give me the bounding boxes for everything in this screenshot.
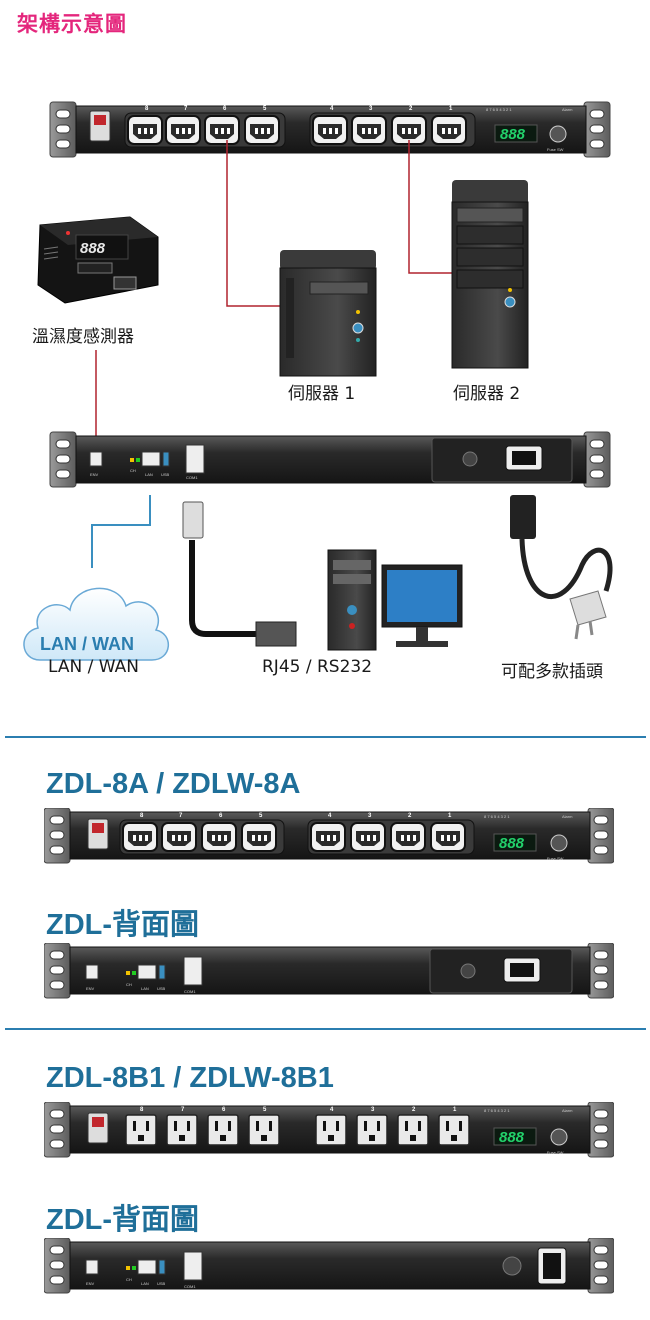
server-1: [279, 250, 377, 377]
lan-wan-label: LAN / WAN: [48, 657, 139, 677]
usb-port-label: USB: [161, 472, 170, 477]
fuse-label: Fuse SW: [547, 1150, 564, 1155]
current-display: 888: [500, 126, 526, 143]
outlet-number: 1: [449, 106, 453, 112]
cloud-label: LAN / WAN: [40, 634, 134, 654]
lan-port-label: LAN: [141, 1281, 149, 1286]
outlet-number: 3: [368, 813, 372, 819]
server2-label: 伺服器 2: [453, 384, 521, 404]
com-port-label: COM1: [184, 989, 196, 994]
outlet-number: 6: [222, 1107, 226, 1113]
env-port-label: ENV: [86, 1281, 95, 1286]
outlet-number: 6: [223, 106, 227, 112]
outlet-number: 1: [453, 1107, 457, 1113]
ch-label: CH: [130, 468, 136, 473]
lan-port-label: LAN: [145, 472, 153, 477]
cloud-icon: LAN / WAN: [23, 587, 170, 661]
outlet-number: 2: [412, 1107, 416, 1113]
server-2: [451, 180, 529, 369]
lan-cable: [91, 495, 151, 568]
monitor-icon: [381, 564, 463, 647]
fuse-label: Fuse SW: [547, 856, 564, 861]
com-port-label: COM1: [186, 475, 198, 480]
outlet-number: 4: [328, 813, 332, 819]
outlet-number: 4: [330, 1107, 334, 1113]
server1-label: 伺服器 1: [288, 384, 356, 404]
led-numbers: 8 7 6 5 4 3 2 1: [484, 814, 510, 819]
sensor-label: 溫濕度感測器: [32, 327, 134, 347]
outlet-number: 8: [145, 106, 149, 112]
outlet-number: 7: [181, 1107, 185, 1113]
outlet-number: 7: [184, 106, 188, 112]
outlet-number: 3: [369, 106, 373, 112]
section-title: ZDL-背面圖: [46, 909, 200, 941]
current-display: 888: [499, 835, 525, 852]
outlet-number: 6: [219, 813, 223, 819]
usb-port-label: USB: [157, 1281, 166, 1286]
ch-label: CH: [126, 982, 132, 987]
lan-port-label: LAN: [141, 986, 149, 991]
alarm-label: Alarm: [562, 1108, 573, 1113]
outlet-number: 5: [259, 813, 263, 819]
pdu-8b1-front: 8 7 6 5 4 3 2 1 8 7 6 5 4 3 2 1 Alarm 88…: [44, 1102, 614, 1158]
com-port-label: COM1: [184, 1284, 196, 1289]
power-plug-icon: [510, 495, 613, 640]
env-port-label: ENV: [86, 986, 95, 991]
pdu-8a-front: 8 7 6 5 4 3 2 1 8 7 6 5 4 3 2 1 Alarm 88…: [44, 808, 614, 864]
outlet-number: 8: [140, 1107, 144, 1113]
current-display: 888: [499, 1129, 525, 1146]
architecture-diagram: 8 7 6 5 4 3 2 1 8 7 6 5 4 3 2 1 Alarm 88…: [23, 101, 613, 661]
pdu-rear-unit: ENV CH LAN USB COM1: [49, 431, 611, 488]
rj45-cable-icon: [182, 501, 297, 647]
outlet-number: 5: [263, 1107, 267, 1113]
led-numbers: 8 7 6 5 4 3 2 1: [486, 107, 512, 112]
outlet-number: 2: [409, 106, 413, 112]
pdu-8b1-rear: ENV CH LAN USB COM1: [44, 1238, 614, 1294]
outlet-number: 1: [448, 813, 452, 819]
usb-port-label: USB: [157, 986, 166, 991]
section-title: ZDL-8B1 / ZDLW-8B1: [46, 1062, 334, 1094]
pdu-front-unit: 8 7 6 5 4 3 2 1 8 7 6 5 4 3 2 1 Alarm 88…: [49, 101, 611, 158]
alarm-label: Alarm: [562, 814, 573, 819]
page-title: 架構示意圖: [17, 12, 127, 36]
outlet-number: 3: [371, 1107, 375, 1113]
plug-label: 可配多款插頭: [501, 662, 603, 682]
power-cable-server1: [226, 140, 288, 307]
section-divider: [5, 1028, 646, 1030]
env-port-label: ENV: [90, 472, 99, 477]
sensor-display: 888: [80, 240, 106, 257]
ch-label: CH: [126, 1277, 132, 1282]
sensor-device: 888: [37, 216, 159, 304]
outlet-number: 5: [263, 106, 267, 112]
section-title: ZDL-背面圖: [46, 1204, 200, 1236]
section-divider: [5, 736, 646, 738]
power-cable-server2: [408, 140, 455, 274]
outlet-number: 7: [179, 813, 183, 819]
alarm-label: Alarm: [562, 107, 573, 112]
fuse-label: Fuse SW: [547, 147, 564, 152]
pc-tower-icon: [327, 549, 377, 651]
pdu-8a-rear: ENV CH LAN USB COM1: [44, 943, 614, 999]
rj45-rs232-label: RJ45 / RS232: [262, 657, 373, 677]
outlet-number: 4: [330, 106, 334, 112]
outlet-number: 8: [140, 813, 144, 819]
section-title: ZDL-8A / ZDLW-8A: [46, 768, 301, 800]
outlet-number: 2: [408, 813, 412, 819]
led-numbers: 8 7 6 5 4 3 2 1: [484, 1108, 510, 1113]
